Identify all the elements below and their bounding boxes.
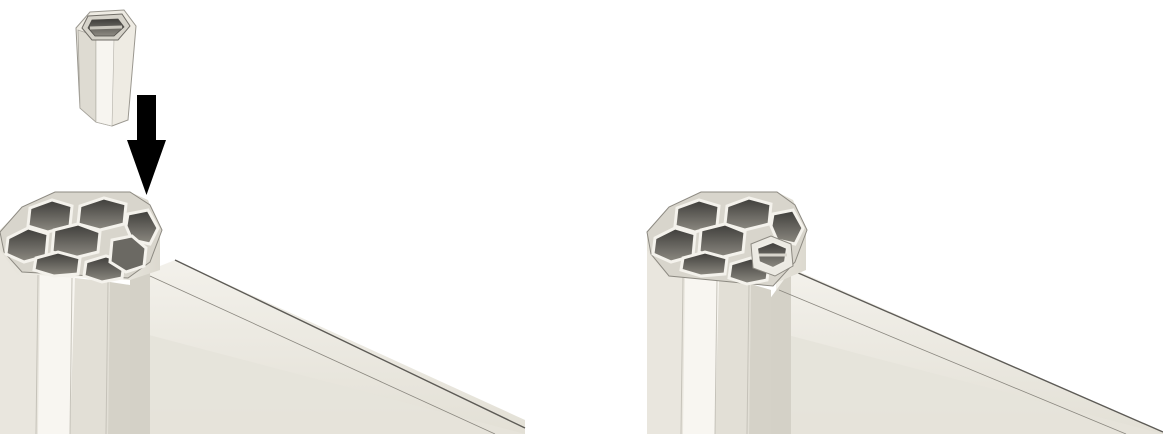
panel-before-insertion (0, 0, 581, 434)
down-arrow-icon (127, 95, 166, 195)
insert-piece-seated (751, 236, 793, 276)
rail (769, 270, 1163, 434)
rail (130, 260, 525, 434)
insert-piece (76, 10, 136, 126)
after-illustration (581, 0, 1163, 434)
panel-after-insertion (581, 0, 1163, 434)
before-illustration (0, 0, 581, 434)
